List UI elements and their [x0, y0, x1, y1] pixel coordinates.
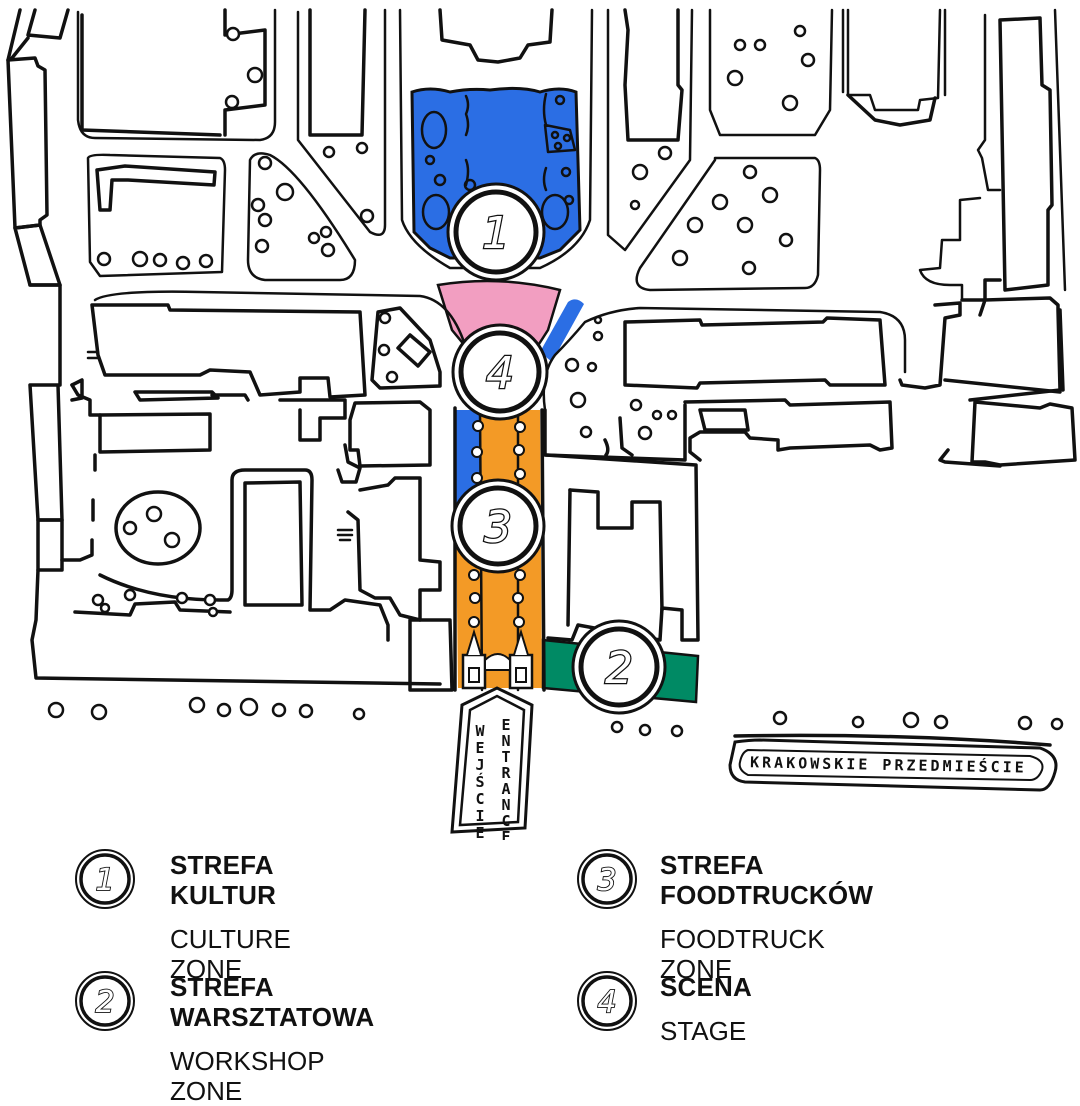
legend-item-stage: 4 SCENA STAGE	[576, 970, 753, 1046]
legend-subtitle: CULTURE ZONE	[170, 924, 291, 984]
legend-title: STREFA FOODTRUCKÓW	[660, 850, 874, 910]
zone-3-badge-icon: 3	[576, 848, 638, 910]
legend-subtitle: FOODTRUCK ZONE	[660, 924, 825, 984]
zone-1-strip	[540, 299, 584, 362]
zone-marker-3[interactable]: 3	[450, 478, 546, 574]
svg-text:3: 3	[597, 863, 616, 898]
street-sign: KRAKOWSKIE PRZEDMIEŚCIE	[728, 738, 1058, 792]
zone-marker-2-number: 2	[605, 643, 633, 694]
legend-item-foodtruck-zone: 3 STREFA FOODTRUCKÓW FOODTRUCK ZONE	[576, 848, 874, 984]
svg-text:4: 4	[597, 985, 616, 1020]
zone-marker-2[interactable]: 2	[571, 619, 667, 715]
svg-text:2: 2	[95, 985, 114, 1020]
zone-marker-4[interactable]: 4	[451, 323, 549, 421]
zone-4-badge-icon: 4	[576, 970, 638, 1032]
zone-1-badge-icon: 1	[74, 848, 136, 910]
legend-title: STREFA KULTUR	[170, 850, 277, 910]
legend-item-culture-zone: 1 STREFA KULTUR CULTURE ZONE	[74, 848, 291, 984]
zone-marker-1[interactable]: 1	[446, 182, 546, 282]
legend-title: SCENA	[660, 972, 753, 1002]
legend-title: STREFA WARSZTATOWA	[170, 972, 375, 1032]
legend-item-workshop-zone: 2 STREFA WARSZTATOWA WORKSHOP ZONE	[74, 970, 375, 1106]
campus-map: 1 4 3 2 WEJŚCIE ENTRANCE KRAKOWSKIE PRZE…	[6, 8, 1077, 840]
entrance-sign-polish: WEJŚCIE	[471, 722, 489, 840]
svg-text:1: 1	[95, 863, 114, 898]
zone-marker-3-number: 3	[484, 502, 512, 553]
legend-subtitle: WORKSHOP ZONE	[170, 1046, 325, 1106]
legend-subtitle: STAGE	[660, 1016, 747, 1046]
zone-marker-1-number: 1	[482, 208, 510, 259]
gate-icon	[461, 628, 534, 690]
zone-2-badge-icon: 2	[74, 970, 136, 1032]
entrance-sign-english: ENTRANCE	[497, 716, 515, 840]
entrance-sign[interactable]: WEJŚCIE ENTRANCE	[450, 686, 534, 840]
zone-marker-4-number: 4	[486, 348, 514, 399]
